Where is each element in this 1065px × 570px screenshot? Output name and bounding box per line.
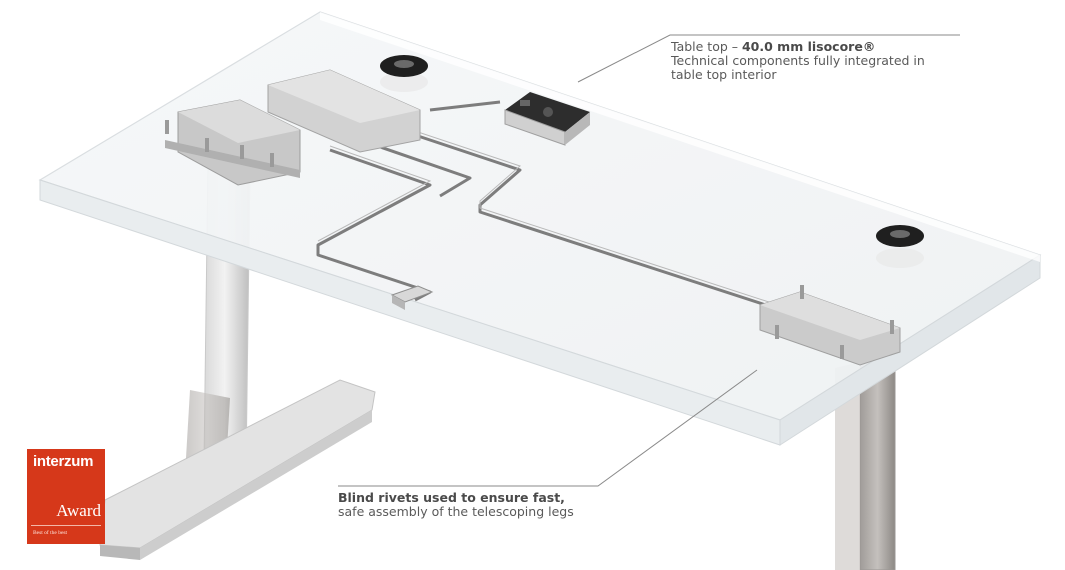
callout-blind-rivets: Blind rivets used to ensure fast, safe a…: [338, 491, 598, 519]
callout-blind-rivets-line1: Blind rivets used to ensure fast,: [338, 490, 565, 505]
award-label: Award: [56, 501, 101, 520]
callout-table-top: Table top – 40.0 mm lisocore® Technical …: [671, 40, 931, 82]
interzum-award-badge: interzum Award Best of the best: [27, 449, 105, 544]
hand-switch: [390, 285, 434, 310]
control-unit-right: [759, 285, 901, 366]
cable-grommet-rear: [380, 55, 428, 92]
control-unit-center: [267, 69, 421, 153]
callout-leader-bottom: [338, 369, 758, 487]
award-divider: [31, 525, 101, 526]
callout-blind-rivets-line2: safe assembly of the telescoping legs: [338, 504, 574, 519]
cable-grommet-front: [876, 225, 924, 268]
right-leg: [835, 355, 896, 570]
award-brand: interzum: [33, 453, 94, 470]
control-unit-left: [165, 99, 301, 186]
callout-leader-top: [577, 34, 960, 83]
callout-table-top-highlight: 40.0 mm lisocore®: [741, 39, 876, 54]
callout-table-top-line2: Technical components fully integrated in: [671, 53, 925, 68]
callout-table-top-line1: Table top – 40.0 mm lisocore®: [671, 39, 876, 54]
socket-module: [504, 92, 590, 146]
callout-table-top-line3: table top interior: [671, 67, 777, 82]
award-tagline: Best of the best: [33, 530, 68, 536]
